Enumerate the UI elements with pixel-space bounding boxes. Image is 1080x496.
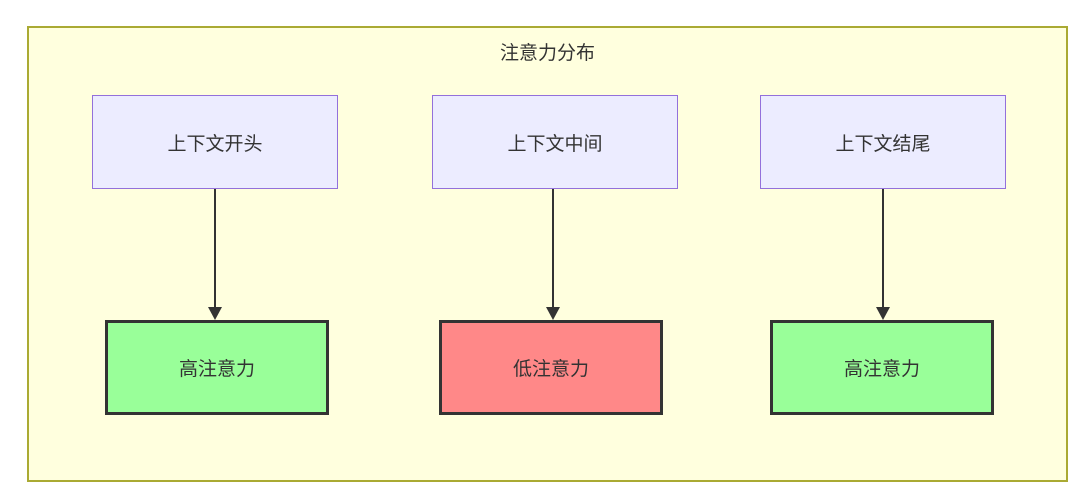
node-high-attention-right-label: 高注意力 xyxy=(843,359,920,380)
node-low-attention-middle[interactable]: 低注意力 xyxy=(439,320,663,415)
diagram-title: 注意力分布 xyxy=(499,43,595,64)
node-context-middle-label: 上下文中间 xyxy=(507,133,603,155)
node-context-start-label: 上下文开头 xyxy=(167,133,263,155)
node-context-start[interactable]: 上下文开头 xyxy=(92,95,338,189)
arrow-context-middle-to-low xyxy=(546,189,560,320)
arrow-context-end-to-high xyxy=(876,189,890,320)
node-high-attention-left-label: 高注意力 xyxy=(178,359,255,380)
node-context-middle[interactable]: 上下文中间 xyxy=(432,95,678,189)
node-low-attention-middle-label: 低注意力 xyxy=(512,359,589,380)
attention-distribution-subgraph: 注意力分布 上下文开头 上下文中间 上下文结尾 高注意力 xyxy=(27,26,1068,482)
node-context-end[interactable]: 上下文结尾 xyxy=(760,95,1006,189)
node-context-end-label: 上下文结尾 xyxy=(835,133,931,155)
node-high-attention-left[interactable]: 高注意力 xyxy=(105,320,329,415)
arrow-context-start-to-high xyxy=(208,189,222,320)
node-high-attention-right[interactable]: 高注意力 xyxy=(770,320,994,415)
